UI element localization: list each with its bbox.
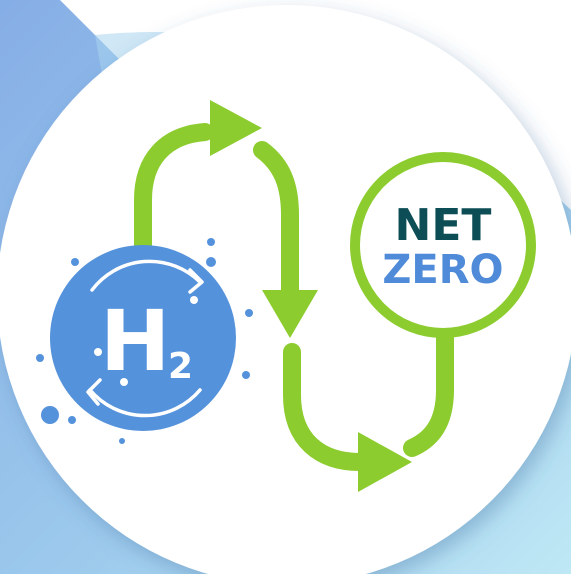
zero-label: ZERO — [382, 247, 503, 293]
net-zero-ring — [350, 152, 536, 338]
bubble — [120, 378, 128, 386]
path-segment-up — [134, 123, 214, 259]
arrowhead-right-top — [210, 100, 262, 156]
bubble — [207, 238, 215, 246]
bubble — [71, 258, 79, 266]
cycle-arrow-icon — [188, 268, 204, 294]
hydrogen-ring-arc-top — [90, 259, 202, 292]
process-arrow-path — [134, 123, 454, 471]
path-segment-bottom — [283, 343, 369, 471]
arrowhead-down-middle — [262, 290, 318, 338]
path-segment-down — [253, 141, 299, 304]
path-segment-to-net-zero — [403, 326, 454, 457]
bubble — [245, 309, 253, 317]
bubble — [190, 296, 198, 304]
bubbles — [36, 238, 253, 444]
bubble — [242, 371, 250, 379]
cycle-arrow-icon — [86, 378, 102, 406]
bubble — [206, 257, 216, 267]
hydrogen-symbol: H — [100, 292, 170, 390]
net-label: NET — [395, 200, 492, 251]
bubble — [119, 438, 125, 444]
hydrogen-subscript: 2 — [168, 346, 193, 387]
bubble — [94, 348, 102, 356]
net-zero-badge: NET ZERO — [350, 152, 536, 338]
arrowhead-right-bottom — [358, 432, 412, 492]
bubble — [68, 416, 76, 424]
bubble — [41, 406, 59, 424]
bubble — [36, 354, 44, 362]
hydrogen-badge: H 2 — [50, 245, 236, 431]
hydrogen-ring-arc-bottom — [88, 388, 202, 418]
